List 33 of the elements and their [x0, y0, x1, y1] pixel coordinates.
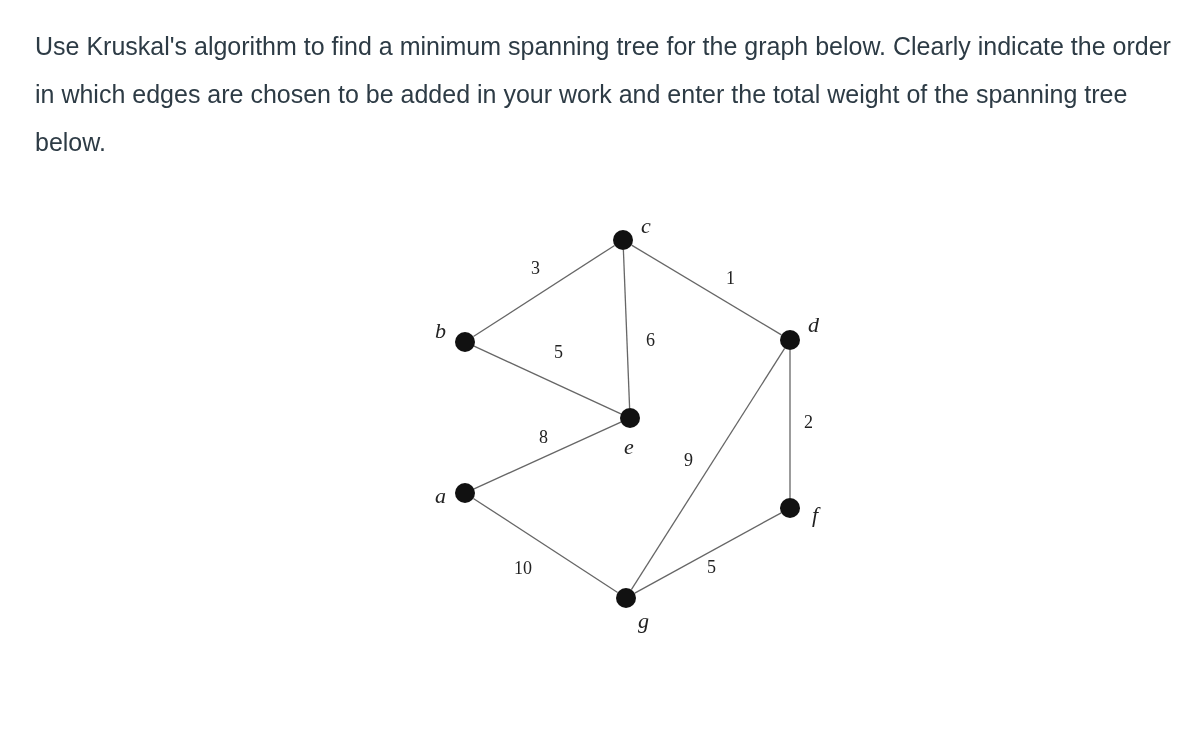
edge-weight: 1: [726, 269, 735, 287]
vertex-label: c: [641, 215, 651, 237]
vertex-dot: [780, 330, 800, 350]
edge-weight: 10: [514, 559, 532, 577]
question-text: Use Kruskal's algorithm to find a minimum spanning tree for the graph below. Clearly indicate the order in which edges are chosen to be added in your work and enter the total weight of the spanning tree below.: [35, 31, 1172, 158]
edge-weight: 2: [804, 413, 813, 431]
vertex-dot: [616, 588, 636, 608]
edge-weight: 9: [684, 451, 693, 469]
vertex-dot: [613, 230, 633, 250]
edge-weight: 8: [539, 428, 548, 446]
vertex-label: e: [624, 436, 634, 458]
graph-edge: [473, 421, 622, 490]
vertex-dot: [455, 483, 475, 503]
graph-edge: [634, 512, 782, 594]
graph-edge: [472, 497, 619, 594]
vertex-label: a: [435, 485, 446, 507]
vertex-label: d: [808, 314, 819, 336]
edge-weight: 6: [646, 331, 655, 349]
graph-edge: [622, 249, 631, 409]
vertex-label: b: [435, 320, 446, 342]
vertex-dot: [780, 498, 800, 518]
graph-edge: [630, 347, 786, 591]
graph-edge: [789, 349, 791, 499]
graph-edge: [473, 345, 622, 415]
vertex-dot: [455, 332, 475, 352]
vertex-label: f: [812, 504, 819, 526]
edge-weight: 5: [707, 558, 716, 576]
vertex-label: g: [638, 610, 649, 632]
edge-weight: 5: [554, 343, 563, 361]
graph-edge: [472, 244, 616, 338]
graph-edge: [630, 244, 783, 336]
edge-weight: 3: [531, 259, 540, 277]
vertex-dot: [620, 408, 640, 428]
